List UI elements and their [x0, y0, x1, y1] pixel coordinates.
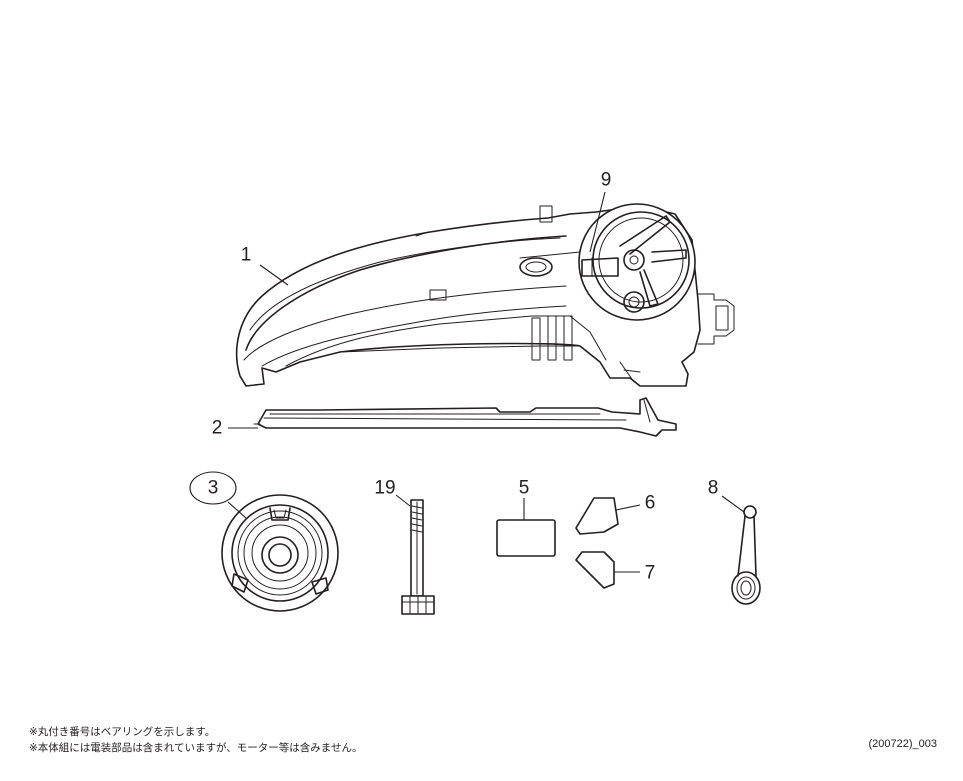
part-2-bottom-plate [253, 397, 677, 437]
callout-part-19: 19 [374, 477, 396, 499]
leader-8 [721, 495, 745, 513]
callout-part-5: 5 [518, 477, 530, 499]
callout-part-7: 7 [644, 562, 656, 584]
part-6-wedge [575, 497, 619, 535]
callout-part-3: 3 [207, 477, 219, 499]
part-7-wedge [575, 551, 615, 589]
leader-1 [259, 264, 289, 286]
part-9-front-wheel [578, 203, 696, 321]
callout-part-6: 6 [644, 492, 656, 514]
callout-part-8: 8 [707, 477, 719, 499]
bearing-note: ※丸付き番号はベアリングを示します。 [29, 726, 216, 738]
leader-19 [395, 494, 411, 507]
leader-6 [615, 504, 641, 511]
diagram-code: (200722)_003 [868, 738, 937, 750]
callout-part-1: 1 [240, 244, 252, 266]
body-set-note: ※本体組には電装部品は含まれていますが、モーター等は含みません。 [29, 742, 363, 754]
callout-part-9: 9 [600, 169, 612, 191]
part-3-bearing-disc [221, 494, 339, 612]
leader-lines [189, 191, 745, 573]
callout-part-2: 2 [211, 417, 223, 439]
part-19-screw [401, 499, 435, 615]
part-8-spring [731, 505, 761, 605]
leader-3 [227, 501, 247, 519]
callout-3-ring [189, 471, 237, 505]
leader-9 [589, 191, 606, 253]
part-5-label-pad [496, 519, 556, 557]
